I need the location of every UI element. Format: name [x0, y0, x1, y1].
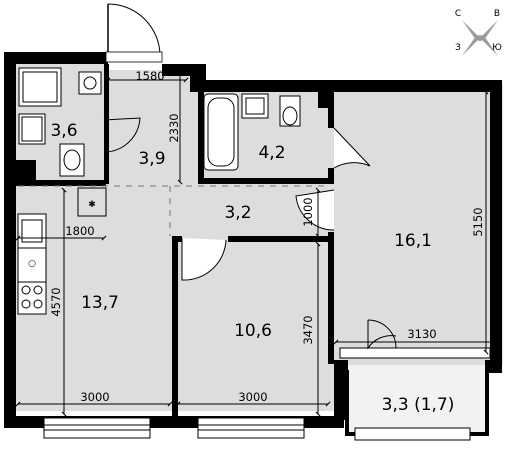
entrance-door[interactable]: [105, 3, 163, 63]
dim-kitchen-depth: 4570: [49, 287, 63, 316]
interior-doors: [103, 117, 397, 350]
vent-shaft-icon: [77, 187, 107, 217]
dim-room-width: 3000: [238, 390, 267, 404]
windows: [43, 347, 491, 441]
room-area-bedroom: 16,1: [394, 231, 432, 251]
dim-hall-width: 1580: [135, 69, 164, 83]
room-area-bathroom: 4,2: [258, 143, 285, 163]
dim-bedroom-width: 3130: [407, 327, 436, 341]
room-area-room: 10,6: [234, 321, 272, 341]
interior-walls: [16, 64, 334, 416]
compass-rose: С В З Ю: [455, 9, 502, 56]
dim-room-depth: 3470: [301, 315, 315, 344]
washer-icon: [78, 71, 102, 95]
vent-shaft-mark: ✱: [88, 200, 96, 210]
bathtub-icon: [203, 93, 239, 171]
dim-hall-depth: 2330: [167, 113, 181, 142]
zone-dividers: [18, 185, 328, 236]
dim-kitchen-1800: 1800: [65, 224, 94, 238]
kitchen-sink-mark: ○: [28, 259, 36, 269]
compass-east-label: В: [494, 9, 500, 19]
stove-icon: [17, 281, 47, 315]
room-areas: 3,6 3,9 4,2 3,2 16,1 13,7 10,6 3,3 (1,7): [50, 121, 454, 415]
dim-bedroom-depth: 5150: [471, 207, 485, 236]
dimension-labels: 1580 2330 1000 1800 5150 4570 3470 3130 …: [49, 69, 485, 404]
dim-kitchen-width: 3000: [80, 390, 109, 404]
dim-door-1000: 1000: [301, 197, 315, 226]
compass-north-label: С: [455, 9, 461, 19]
shower-icon: [18, 67, 62, 107]
dimension-lines: [15, 69, 499, 417]
room-area-balcony: 3,3 (1,7): [382, 395, 455, 415]
room-area-wc: 3,6: [50, 121, 77, 141]
room-area-kitchen: 13,7: [81, 293, 119, 313]
kitchen-counter-icon: [17, 247, 47, 283]
compass-west-label: З: [455, 43, 461, 53]
room-area-hall: 3,9: [138, 149, 165, 169]
room-area-corridor: 3,2: [224, 203, 251, 223]
toilet-bath-icon: [279, 95, 301, 127]
compass-south-label: Ю: [492, 43, 502, 53]
fixtures: [17, 67, 301, 315]
sink-wc-icon: [18, 113, 46, 145]
